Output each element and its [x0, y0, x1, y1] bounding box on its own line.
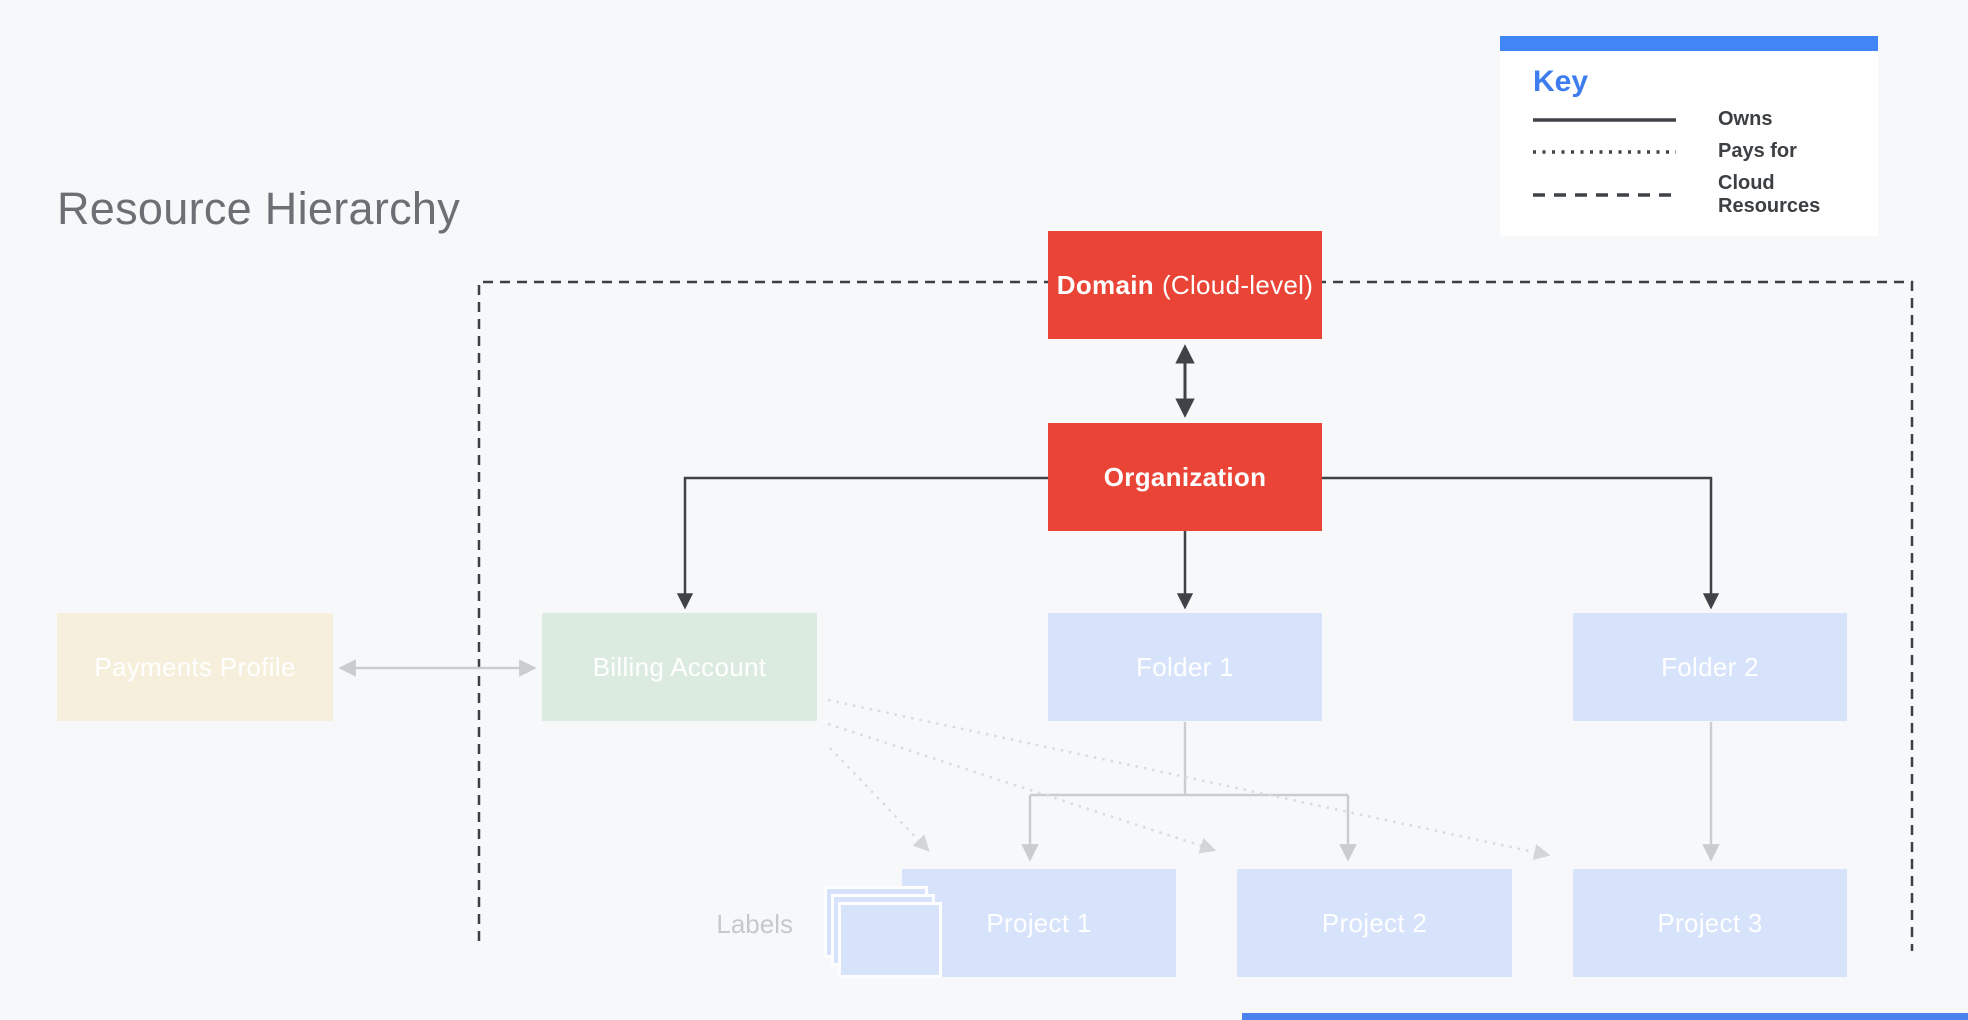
node-project3: Project 3: [1573, 869, 1847, 977]
dashed-line-sample: [1533, 193, 1676, 197]
page-title: Resource Hierarchy: [57, 183, 461, 234]
legend-row-paysfor: Pays for: [1533, 140, 1860, 163]
edge-organization-billing: [676, 476, 1048, 610]
node-payments-profile: Payments Profile: [57, 613, 333, 721]
edge-billing-project2-paysfor: [827, 722, 1217, 854]
label-card-front: [838, 902, 942, 978]
node-domain: Domain (Cloud-level): [1048, 231, 1322, 339]
folder1-label: Folder 1: [1136, 651, 1234, 682]
legend-label-owns: Owns: [1718, 108, 1773, 130]
legend: Key Owns Pays for: [1500, 36, 1878, 236]
project1-label: Project 1: [986, 907, 1092, 938]
legend-accent-bar: [1500, 36, 1878, 51]
cropped-bottom-bar: [1242, 1013, 1968, 1020]
folder2-label: Folder 2: [1661, 651, 1759, 682]
legend-row-owns: Owns: [1533, 108, 1860, 131]
solid-line-sample: [1533, 117, 1676, 122]
legend-body: Key Owns Pays for: [1500, 51, 1878, 236]
labels-caption: Labels: [716, 909, 793, 939]
edge-organization-folder2: [1322, 476, 1720, 610]
legend-row-cloud-resources: Cloud Resources: [1533, 172, 1860, 218]
legend-title: Key: [1533, 65, 1589, 98]
project3-label: Project 3: [1657, 907, 1763, 938]
domain-label-bold: Domain: [1056, 269, 1154, 300]
labels-stack-icon: [824, 886, 950, 980]
dotted-line-sample: [1533, 149, 1676, 154]
cloud-resources-boundary: [477, 280, 1914, 951]
project2-label: Project 2: [1321, 907, 1428, 938]
node-folder2: Folder 2: [1573, 613, 1847, 721]
legend-label-paysfor: Pays for: [1718, 140, 1797, 162]
node-folder1: Folder 1: [1048, 613, 1322, 721]
legend-label-cloud-resources: Cloud Resources: [1718, 172, 1821, 217]
payments-profile-label: Payments Profile: [94, 651, 296, 682]
domain-label-rest: (Cloud-level): [1161, 269, 1314, 300]
edge-billing-project1-paysfor: [829, 747, 930, 852]
node-project2: Project 2: [1237, 869, 1512, 977]
billing-account-label: Billing Account: [592, 651, 767, 682]
edge-billing-project3-paysfor: [827, 698, 1551, 861]
node-organization: Organization: [1048, 423, 1322, 531]
node-billing-account: Billing Account: [542, 613, 817, 721]
node-project1: Project 1: [902, 869, 1176, 977]
organization-label: Organization: [1103, 461, 1267, 492]
